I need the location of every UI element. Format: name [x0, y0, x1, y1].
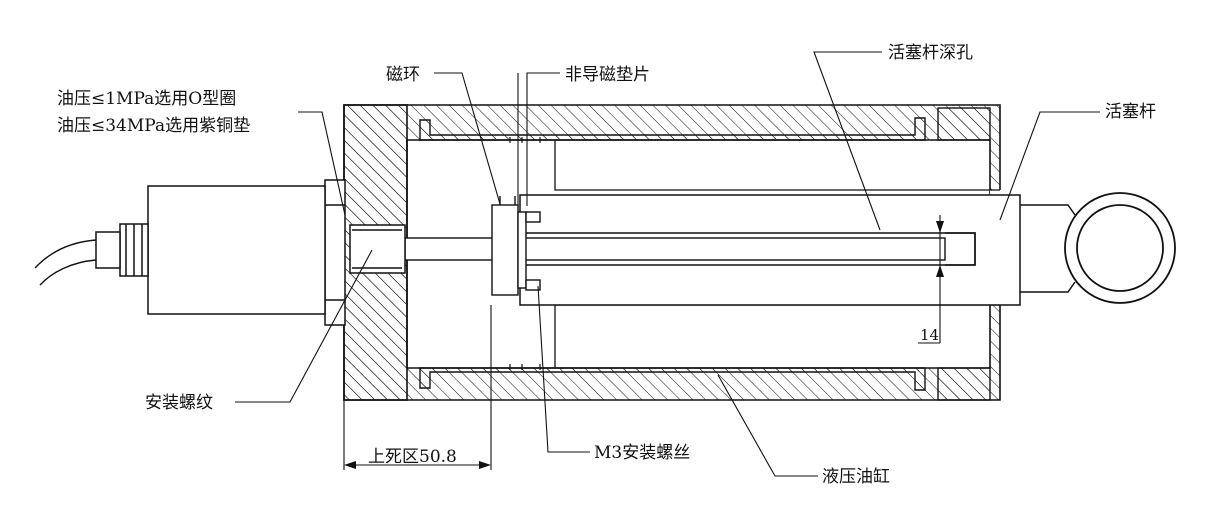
piston-rod-label: 活塞杆: [1105, 102, 1156, 122]
cylinder-body: [343, 104, 1002, 401]
sensor-probe-rod: [404, 237, 946, 261]
top-dead-zone-label: 上死区50.8: [368, 447, 457, 467]
dimension-arrows: [344, 221, 944, 469]
oil-pressure-note-1: 油压≤1MPa选用O型圈: [57, 89, 236, 109]
magnetic-ring: [491, 196, 541, 296]
leader-lines: [235, 51, 1100, 477]
piston-rod-deep-hole-label: 活塞杆深孔: [888, 43, 973, 63]
m3-screw-label: M3安装螺丝: [594, 443, 690, 463]
hole-depth-dimension: 14: [920, 326, 939, 344]
rod-eye: [1064, 192, 1176, 304]
hydraulic-cylinder-label: 液压油缸: [822, 466, 890, 487]
non-magnetic-shim-label: 非导磁垫片: [565, 65, 650, 85]
cylinder-inner-steps: [419, 107, 991, 401]
liner-screws: [509, 137, 541, 370]
sensor-head: [95, 179, 406, 326]
sensor-cable: [34, 239, 97, 286]
mounting-thread-label: 安装螺纹: [145, 393, 213, 413]
oil-pressure-note-2: 油压≤34MPa选用紫铜垫: [57, 116, 250, 136]
magnetic-ring-label: 磁环: [386, 65, 420, 85]
